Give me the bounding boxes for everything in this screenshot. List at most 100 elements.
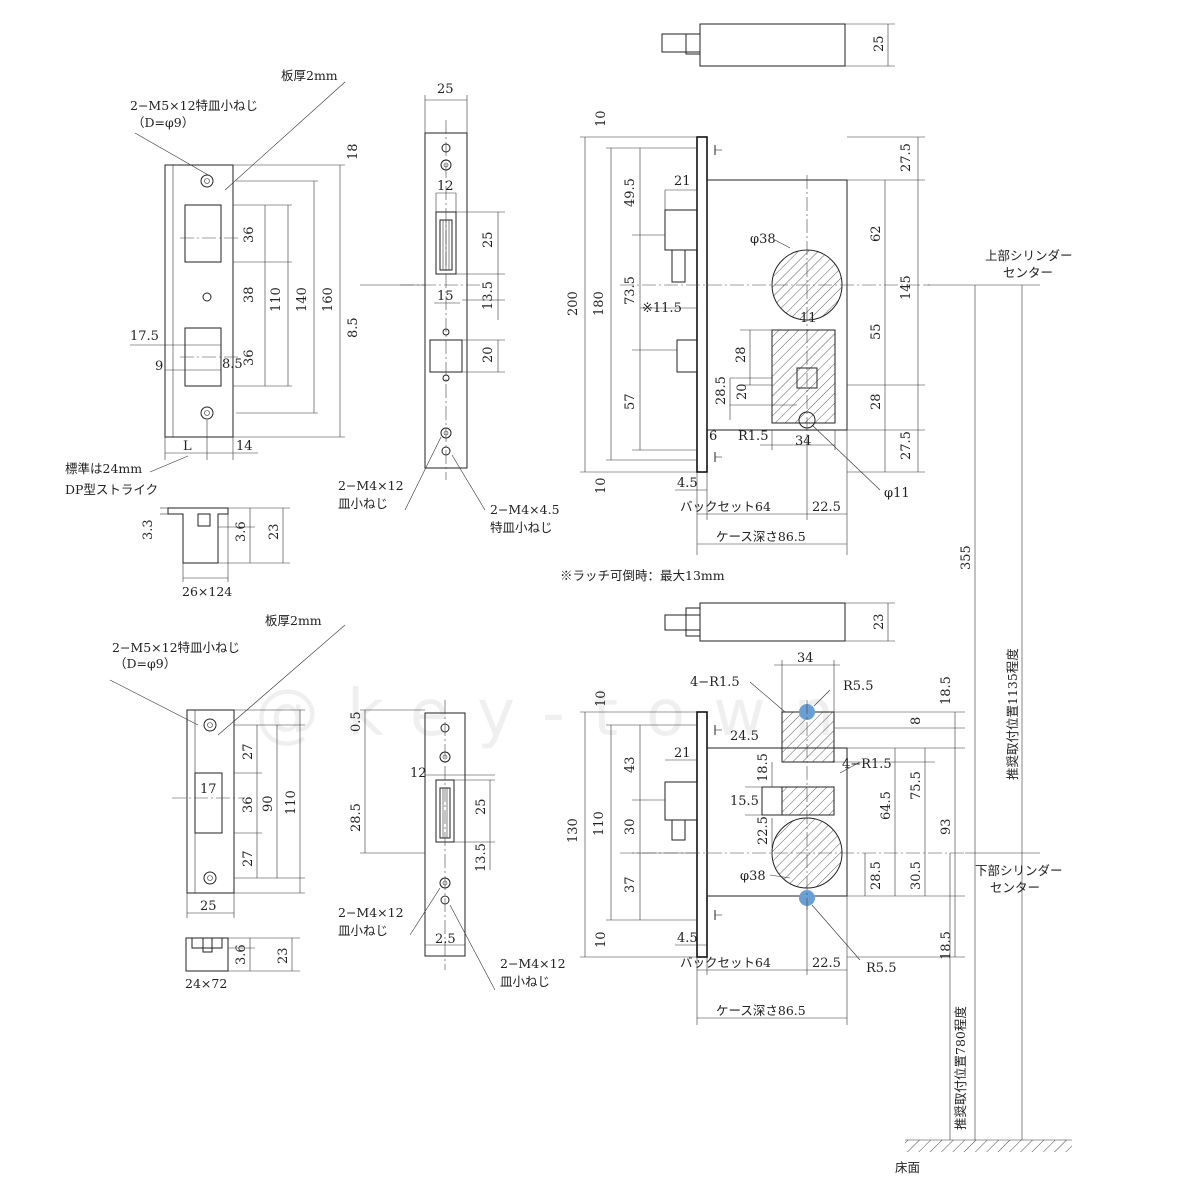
standard-note: 標準は24mm <box>65 461 142 476</box>
dim-label: 38 <box>242 286 257 303</box>
dim-label: 24.5 <box>730 729 759 744</box>
lower-position-label: 推奨取付位置780程度 <box>953 1006 968 1130</box>
dim-label: 27 <box>241 850 256 867</box>
dim-label: 17.5 <box>130 329 159 344</box>
front-screw-note: 2−M4×4.5 <box>490 502 560 517</box>
dim-label: 22.5 <box>812 956 841 971</box>
dim-label: 93 <box>939 818 954 835</box>
dim-label: 110 <box>284 790 299 815</box>
dim-label: 8.5 <box>346 317 361 338</box>
dim-label: 3.6 <box>234 521 249 542</box>
dim-label: 21 <box>674 174 691 189</box>
case-depth-label: ケース深さ86.5 <box>716 1003 806 1018</box>
bottom-latch-plan <box>664 602 895 642</box>
screw-note: （D=φ9） <box>132 115 194 130</box>
dim-label: 15.5 <box>730 794 759 809</box>
front-screw-note: 2−M4×12 <box>500 956 566 971</box>
dim-label: 23 <box>872 613 887 630</box>
dim-label: 28.5 <box>349 803 364 832</box>
dim-label: 28.5 <box>869 861 884 890</box>
dim-label: 27.5 <box>899 431 914 460</box>
dim-label: 25 <box>437 82 454 97</box>
bottom-strike-plate <box>109 624 346 918</box>
dim-label: 30.5 <box>909 861 924 890</box>
dim-label: 34 <box>795 434 812 449</box>
dim-label: 57 <box>623 393 638 410</box>
strike-size-label: 26×124 <box>182 584 232 599</box>
screw-note: 2−M5×12特皿小ねじ <box>112 640 240 655</box>
dim-label: 4.5 <box>677 931 698 946</box>
dim-label: 18.5 <box>939 676 954 705</box>
dim-label: 28 <box>869 393 884 410</box>
dim-label: 9 <box>155 359 163 374</box>
dim-label: 36 <box>242 226 257 243</box>
dim-label: 28 <box>734 346 749 363</box>
dim-label: 20 <box>735 383 750 400</box>
dim-label: 10 <box>594 477 609 494</box>
top-latch-plan <box>661 23 895 67</box>
dim-label: 22.5 <box>756 816 771 845</box>
watermark: @key-town <box>255 677 862 751</box>
dim-label: 25 <box>481 231 496 248</box>
dim-label: 15 <box>437 289 454 304</box>
front-screw-note: 皿小ねじ <box>500 974 550 989</box>
dim-label: 13.5 <box>474 843 489 872</box>
bottom-front-plate <box>360 700 496 991</box>
dim-label: 200 <box>566 291 581 316</box>
plate-thickness-label: 板厚2mm <box>281 68 338 83</box>
dim-label: φ38 <box>750 232 776 247</box>
dim-label: 0.5 <box>349 711 364 732</box>
dim-label: 75.5 <box>909 771 924 800</box>
front-screw-note: 2−M4×12 <box>338 905 404 920</box>
dim-label: 90 <box>261 795 276 812</box>
dim-label: 2.5 <box>435 932 456 947</box>
dim-label: 11 <box>800 311 817 326</box>
dim-label: 12 <box>410 766 427 781</box>
bottom-strike-side <box>185 937 300 972</box>
upper-cylinder-center-label: センター <box>1003 265 1053 280</box>
bottom-lock-body <box>580 660 965 1025</box>
dim-label: 28.5 <box>714 376 729 405</box>
dim-label: 25 <box>474 798 489 815</box>
dim-label: 23 <box>267 523 282 540</box>
dim-label: 20 <box>481 346 496 363</box>
dim-label: 4−R1.5 <box>690 675 740 690</box>
dim-label: 4−R1.5 <box>842 757 892 772</box>
height-dimensions <box>905 284 1072 1152</box>
screw-note: 2−M5×12特皿小ねじ <box>130 98 258 113</box>
latch-note: ※ラッチ可倒時：最大13mm <box>560 568 725 583</box>
dim-label: 37 <box>623 876 638 893</box>
dim-label: 10 <box>594 110 609 127</box>
front-screw-note: 皿小ねじ <box>338 923 388 938</box>
dim-label: 18.5 <box>756 753 771 782</box>
dim-label: 6 <box>709 429 717 444</box>
dim-label: 22.5 <box>812 500 841 515</box>
dim-label: 73.5 <box>623 276 638 305</box>
dim-label: 4.5 <box>677 476 698 491</box>
dim-label: R1.5 <box>738 429 768 444</box>
dim-label: 34 <box>797 651 814 666</box>
dim-label: 21 <box>674 746 691 761</box>
dim-label: 17 <box>200 782 217 797</box>
dim-label: 14 <box>236 439 253 454</box>
backset-label: バックセット64 <box>680 499 771 514</box>
dim-label: 25 <box>200 899 217 914</box>
case-depth-label: ケース深さ86.5 <box>716 529 806 544</box>
dim-label: 18.5 <box>939 931 954 960</box>
dim-label: 8 <box>909 717 924 725</box>
upper-position-label: 推奨取付位置1135程度 <box>1005 648 1020 780</box>
dim-label: 62 <box>869 225 884 242</box>
front-screw-note: 特皿小ねじ <box>490 520 553 535</box>
dim-label: 36 <box>242 349 257 366</box>
dim-label: 30 <box>623 818 638 835</box>
dim-label: R5.5 <box>843 679 873 694</box>
dim-label: 10 <box>594 931 609 948</box>
dim-label: 145 <box>899 275 914 300</box>
dim-label: 3.3 <box>141 519 156 540</box>
top-front-plate <box>360 95 505 511</box>
plate-thickness-label: 板厚2mm <box>265 613 322 628</box>
dim-label: 355 <box>959 545 974 570</box>
upper-cylinder-center-label: 上部シリンダー <box>985 248 1073 263</box>
dim-label: 27 <box>241 743 256 760</box>
